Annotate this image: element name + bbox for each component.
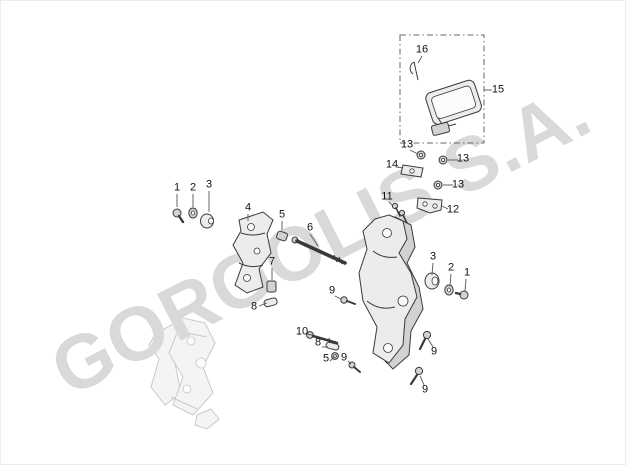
callout-11: 11	[381, 190, 393, 203]
screw-group-11	[391, 202, 408, 224]
bolt-9-right-lower	[409, 366, 424, 386]
bolt-9-middle	[340, 296, 356, 305]
callout-9: 9	[328, 284, 336, 297]
fastener-set-left	[172, 207, 214, 229]
callout-2: 2	[189, 181, 197, 194]
bolt-9-right-upper	[418, 330, 432, 351]
bushing-5-top	[275, 230, 289, 242]
callout-1: 1	[173, 181, 181, 194]
callout-3: 3	[429, 250, 437, 263]
callout-5: 5	[278, 208, 286, 221]
bolt-9-bottom	[348, 361, 361, 373]
axle-6	[291, 236, 347, 265]
callout-12: 12	[446, 203, 460, 216]
bracket-14	[400, 164, 424, 178]
leader-lines	[176, 55, 492, 386]
fastener-set-right	[424, 272, 469, 300]
ghost-assembly	[148, 316, 220, 430]
callout-8: 8	[314, 336, 322, 349]
callout-13: 13	[456, 152, 470, 165]
callout-4: 4	[244, 201, 252, 214]
callout-8: 8	[250, 300, 258, 313]
callout-7: 7	[268, 255, 276, 268]
nut-group-13	[416, 150, 448, 190]
callout-9: 9	[430, 345, 438, 358]
callout-5: 5	[322, 352, 330, 365]
callout-15: 15	[491, 83, 505, 96]
callout-3: 3	[205, 178, 213, 191]
callout-10: 10	[295, 325, 309, 338]
callout-1: 1	[463, 266, 471, 279]
callout-9: 9	[340, 351, 348, 364]
callout-6: 6	[306, 221, 314, 234]
main-bracket	[358, 214, 424, 370]
detail-box	[399, 34, 485, 144]
bracket-4	[232, 211, 274, 294]
callout-13: 13	[400, 138, 414, 151]
callout-14: 14	[385, 158, 399, 171]
callout-16: 16	[415, 43, 429, 56]
callout-9: 9	[421, 383, 429, 396]
callout-13: 13	[451, 178, 465, 191]
sleeve-8-bottom	[325, 341, 340, 351]
spacer-7	[266, 280, 277, 293]
reflector-assembly	[409, 61, 482, 136]
bracket-12	[416, 197, 443, 214]
callout-2: 2	[447, 261, 455, 274]
